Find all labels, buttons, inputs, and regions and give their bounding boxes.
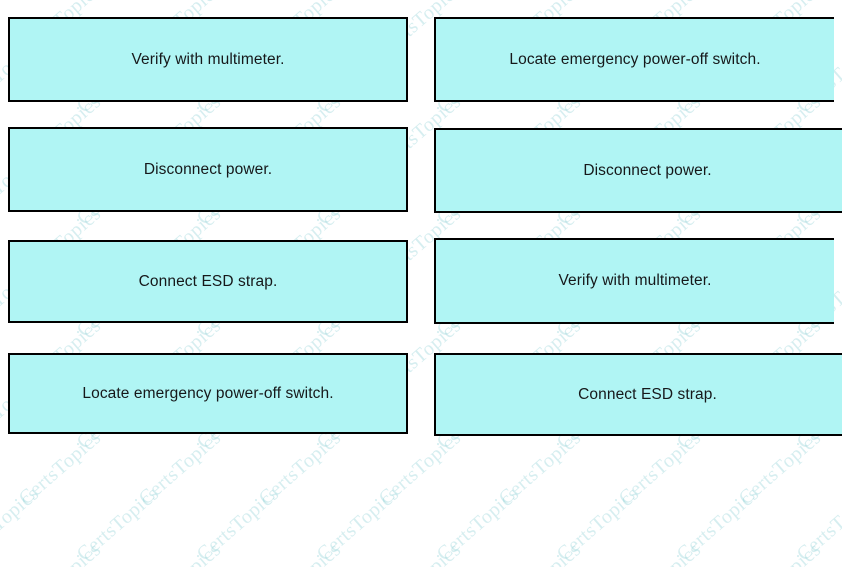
- option-label: Disconnect power.: [583, 161, 712, 179]
- watermark-text: CertsTopics: [596, 520, 723, 567]
- drag-drop-board: Verify with multimeter. Disconnect power…: [8, 17, 842, 436]
- option-box-right-1[interactable]: Locate emergency power-off switch.: [434, 17, 834, 102]
- watermark-text: CertsTopics: [792, 482, 842, 566]
- watermark-text: CertsTopics: [236, 520, 363, 567]
- watermark-text: CertsTopics: [716, 520, 842, 567]
- option-label: Verify with multimeter.: [131, 50, 285, 68]
- watermark-text: CertsTopics: [672, 482, 764, 566]
- watermark-text: CertsTopics: [432, 482, 524, 566]
- watermark-text: CertsTopics: [836, 520, 842, 567]
- watermark-text: CertsTopics: [72, 482, 164, 566]
- option-box-right-4[interactable]: Connect ESD strap.: [434, 353, 842, 436]
- watermark-text: CertsTopics: [476, 520, 603, 567]
- option-label: Connect ESD strap.: [578, 385, 717, 403]
- option-label: Locate emergency power-off switch.: [509, 50, 761, 68]
- watermark-text: CertsTopics: [0, 520, 124, 567]
- option-box-right-2[interactable]: Disconnect power.: [434, 128, 842, 213]
- watermark-text: CertsTopics: [0, 520, 4, 567]
- option-box-left-1[interactable]: Verify with multimeter.: [8, 17, 408, 102]
- watermark-text: CertsTopics: [0, 482, 44, 566]
- watermark-text: CertsTopics: [552, 482, 644, 566]
- option-box-right-3[interactable]: Verify with multimeter.: [434, 238, 834, 324]
- option-label: Connect ESD strap.: [138, 272, 278, 290]
- option-label: Verify with multimeter.: [558, 272, 712, 289]
- option-box-left-3[interactable]: Connect ESD strap.: [8, 240, 408, 323]
- watermark-text: CertsTopics: [116, 520, 243, 567]
- option-label: Locate emergency power-off switch.: [82, 384, 334, 402]
- watermark-text: CertsTopics: [192, 482, 284, 566]
- watermark-text: CertsTopics: [356, 520, 483, 567]
- option-box-left-2[interactable]: Disconnect power.: [8, 127, 408, 212]
- watermark-text: CertsTopics: [312, 482, 404, 566]
- option-label: Disconnect power.: [143, 160, 273, 178]
- watermark-row: CertsTopicsCertsTopicsCertsTopicsCertsTo…: [0, 539, 842, 567]
- option-box-left-4[interactable]: Locate emergency power-off switch.: [8, 353, 408, 434]
